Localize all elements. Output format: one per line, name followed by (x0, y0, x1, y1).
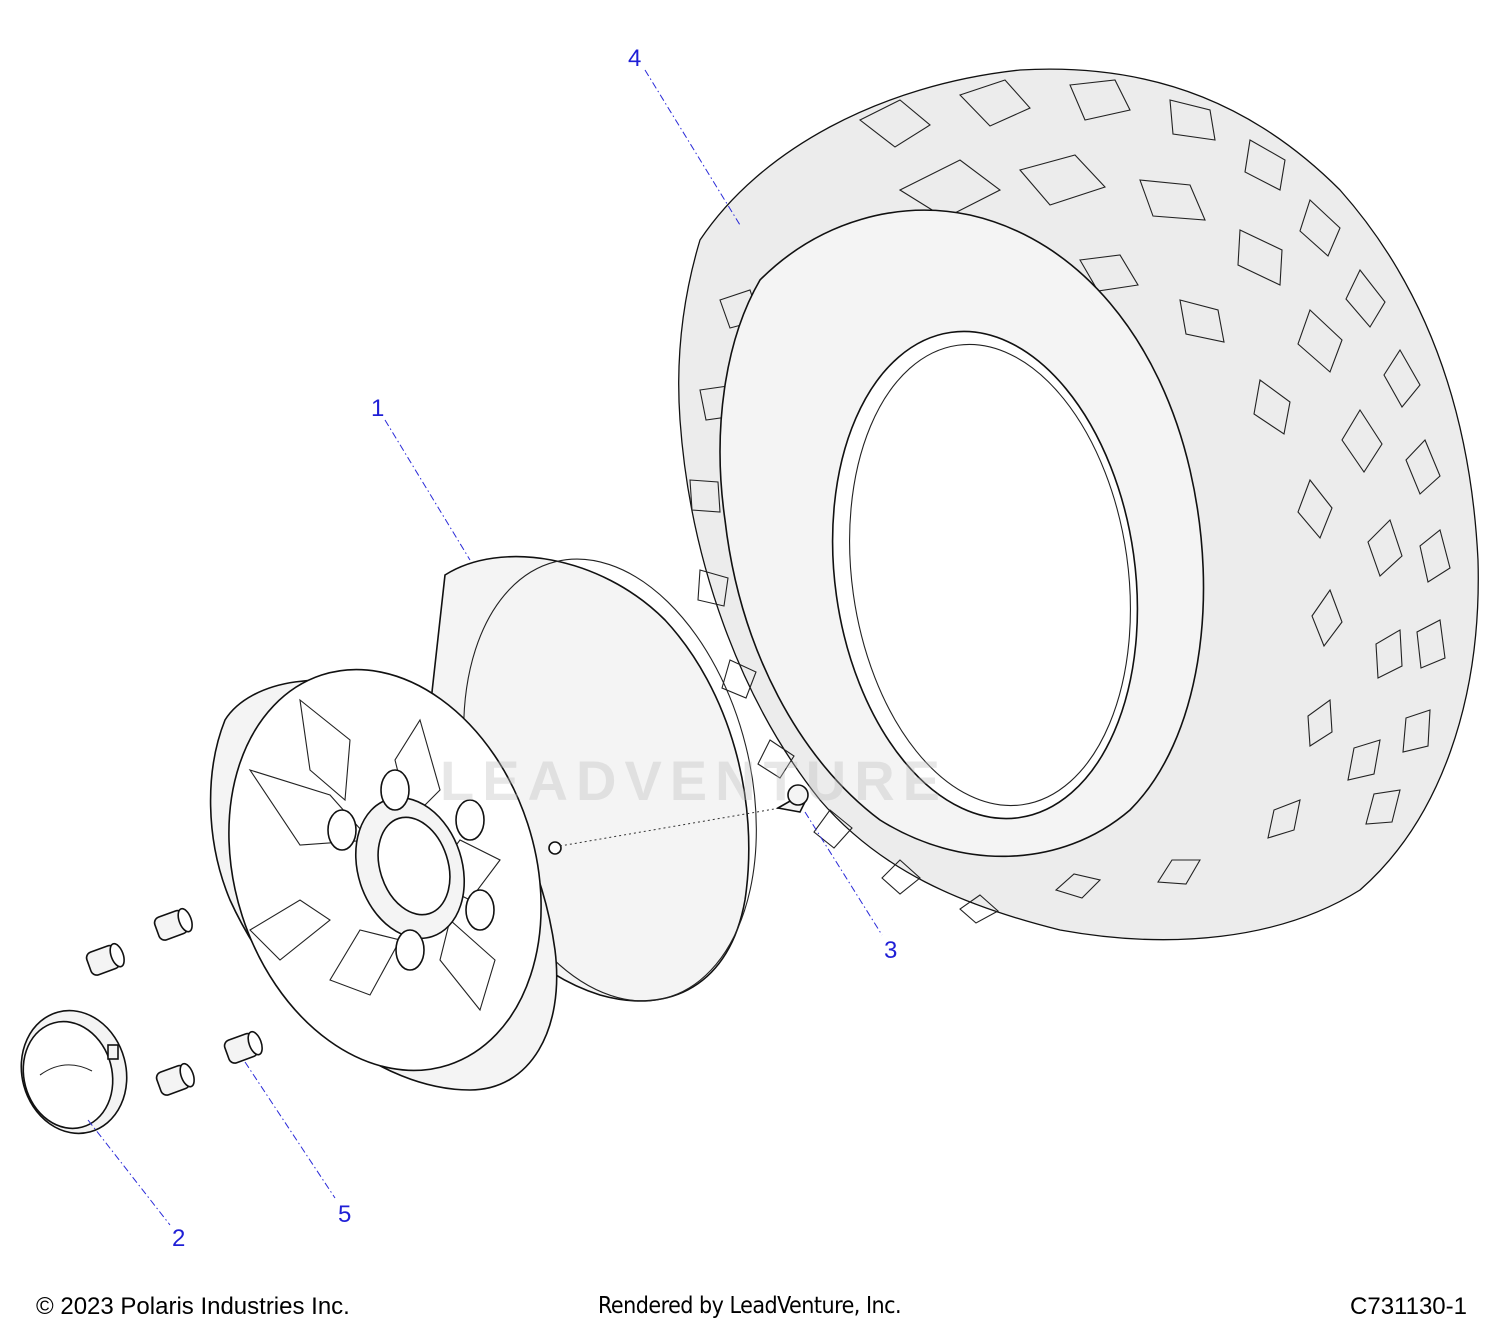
lug-nuts[interactable] (85, 907, 265, 1097)
copyright-notice: © 2023 Polaris Industries Inc. (36, 1293, 350, 1320)
callout-5[interactable]: 5 (338, 1201, 351, 1228)
rendered-by-credit: Rendered by LeadVenture, Inc. (598, 1293, 902, 1319)
wheel[interactable] (179, 528, 800, 1112)
valve-assembly-line (559, 807, 781, 847)
center-cap[interactable] (8, 999, 141, 1146)
leader-5 (244, 1061, 336, 1199)
tire[interactable] (678, 68, 1479, 941)
watermark: LEADVENTURE (440, 749, 948, 812)
callout-3[interactable]: 3 (884, 937, 897, 964)
callout-4[interactable]: 4 (628, 45, 641, 72)
diagram-id: C731130-1 (1350, 1293, 1467, 1320)
callout-2[interactable]: 2 (172, 1225, 185, 1252)
leader-1 (384, 419, 471, 561)
callout-1[interactable]: 1 (371, 395, 384, 422)
leader-3 (804, 811, 883, 936)
valve-stem[interactable] (775, 784, 809, 813)
leader-2 (87, 1119, 171, 1226)
leader-4 (644, 69, 741, 226)
callout-leaders (87, 69, 883, 1226)
